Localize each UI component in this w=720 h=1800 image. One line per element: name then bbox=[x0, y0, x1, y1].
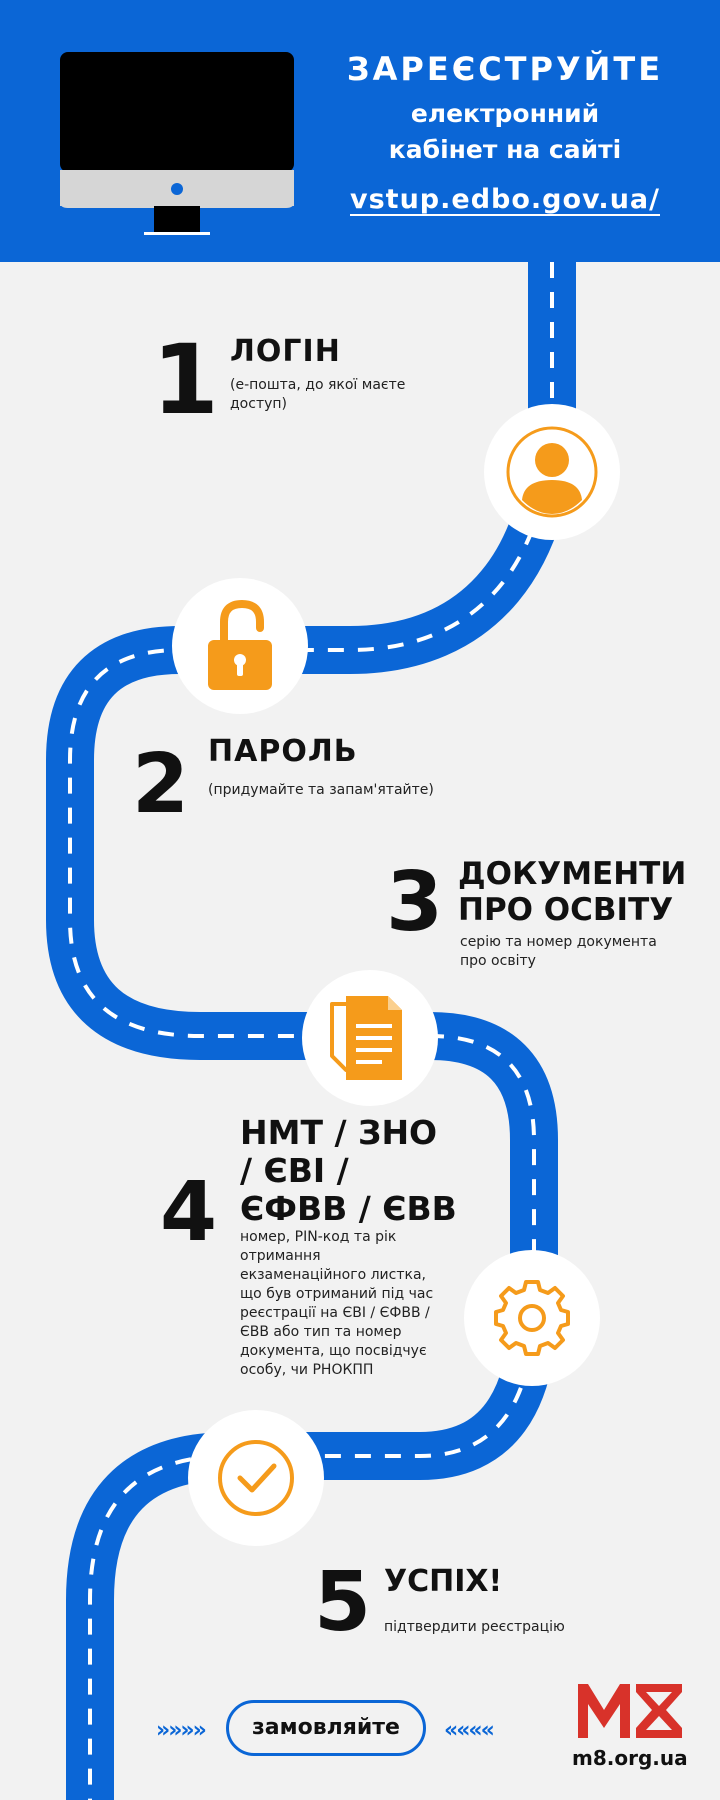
step-2-number: 2 bbox=[132, 737, 190, 832]
monitor-icon bbox=[60, 52, 294, 235]
header-subtitle-1: електронний bbox=[410, 99, 600, 128]
m8-logo-icon bbox=[578, 1684, 682, 1738]
step-5-circle bbox=[188, 1410, 324, 1546]
step-2-description: (придумайте та запам'ятайте) bbox=[208, 782, 434, 798]
user-icon bbox=[506, 426, 598, 518]
step-3-description: серію та номер документа про освіту bbox=[460, 934, 657, 969]
documents-icon bbox=[330, 996, 402, 1080]
padlock-icon bbox=[208, 599, 272, 690]
order-button[interactable]: замовляйте bbox=[226, 1700, 426, 1756]
header-banner: ЗАРЕЄСТРУЙТЕ електронний кабінет на сайт… bbox=[0, 0, 720, 262]
step-1-circle bbox=[484, 404, 620, 540]
step-4-title: НМТ / ЗНО / ЄВІ / ЄФВВ / ЄВВ bbox=[240, 1113, 457, 1228]
chevrons-left-icon: «««« bbox=[444, 1718, 495, 1743]
step-1-description: (е-пошта, до якої маєте доступ) bbox=[230, 377, 406, 412]
check-icon bbox=[218, 1440, 294, 1516]
gear-icon bbox=[494, 1280, 570, 1356]
step-5-title: УСПІХ! bbox=[384, 1564, 503, 1599]
step-2-circle bbox=[172, 578, 308, 714]
chevrons-right-icon: »»»» bbox=[156, 1718, 207, 1743]
step-1-title: ЛОГІН bbox=[230, 334, 341, 369]
logo-url[interactable]: m8.org.ua bbox=[572, 1746, 688, 1770]
header-link-url[interactable]: vstup.edbo.gov.ua/ bbox=[350, 184, 660, 215]
step-3-circle bbox=[302, 970, 438, 1106]
header-title: ЗАРЕЄСТРУЙТЕ bbox=[346, 50, 664, 88]
step-3-number: 3 bbox=[386, 855, 444, 950]
header-text: ЗАРЕЄСТРУЙТЕ електронний кабінет на сайт… bbox=[320, 46, 690, 220]
step-5-description: підтвердити реєстрацію bbox=[384, 1619, 565, 1635]
step-5-number: 5 bbox=[314, 1555, 372, 1650]
step-3-title: ДОКУМЕНТИ ПРО ОСВІТУ bbox=[458, 856, 687, 928]
step-4-number: 4 bbox=[160, 1165, 218, 1260]
step-1-number: 1 bbox=[152, 324, 219, 436]
step-4-circle bbox=[464, 1250, 600, 1386]
step-4-description: номер, PIN-код та рік отримання екзамена… bbox=[240, 1229, 434, 1378]
header-subtitle-2: кабінет на сайті bbox=[388, 135, 622, 164]
step-2-title: ПАРОЛЬ bbox=[208, 734, 358, 769]
